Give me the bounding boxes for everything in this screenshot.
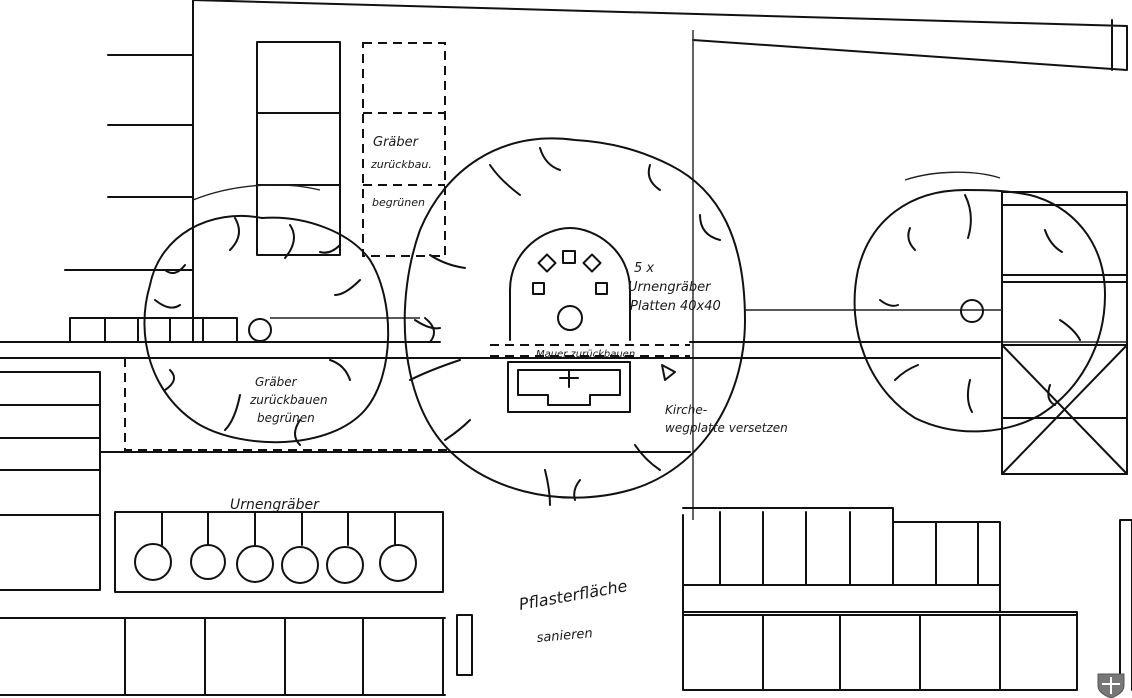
label-paving-2: sanieren: [536, 626, 593, 646]
label-graves-back-left-2: zurückbauen: [249, 393, 328, 407]
tree-canopy-left: [143, 214, 390, 444]
label-graves-back-left-1: Gräber: [255, 375, 298, 389]
label-graves-back-top-2: zurückbau.: [370, 158, 432, 171]
label-urn-graves: Urnengräber: [628, 280, 712, 295]
label-urn-count: 5 x: [634, 261, 654, 276]
tree-canopy-center: [403, 137, 746, 499]
label-graves-back-left-3: begrünen: [257, 411, 315, 425]
label-wall-back: Mauer zurückbauen: [536, 349, 635, 360]
label-urn-slabs: Platten 40x40: [630, 299, 721, 314]
label-church-slab-2: wegplatte versetzen: [665, 421, 788, 435]
cross-icon: [559, 369, 579, 388]
shield-icon: [1097, 673, 1125, 698]
label-graves-back-top-1: Gräber: [373, 135, 420, 150]
bushes: [134, 543, 417, 584]
label-green-top: begrünen: [372, 196, 425, 209]
label-urn-row: Urnengräber: [230, 497, 320, 513]
urn-field-center: [490, 227, 690, 413]
tree-canopy-right: [853, 189, 1106, 433]
label-church-slab-1: Kirche-: [665, 403, 707, 417]
trees: [143, 137, 1106, 506]
label-paving-1: Pflasterfläche: [517, 576, 629, 614]
